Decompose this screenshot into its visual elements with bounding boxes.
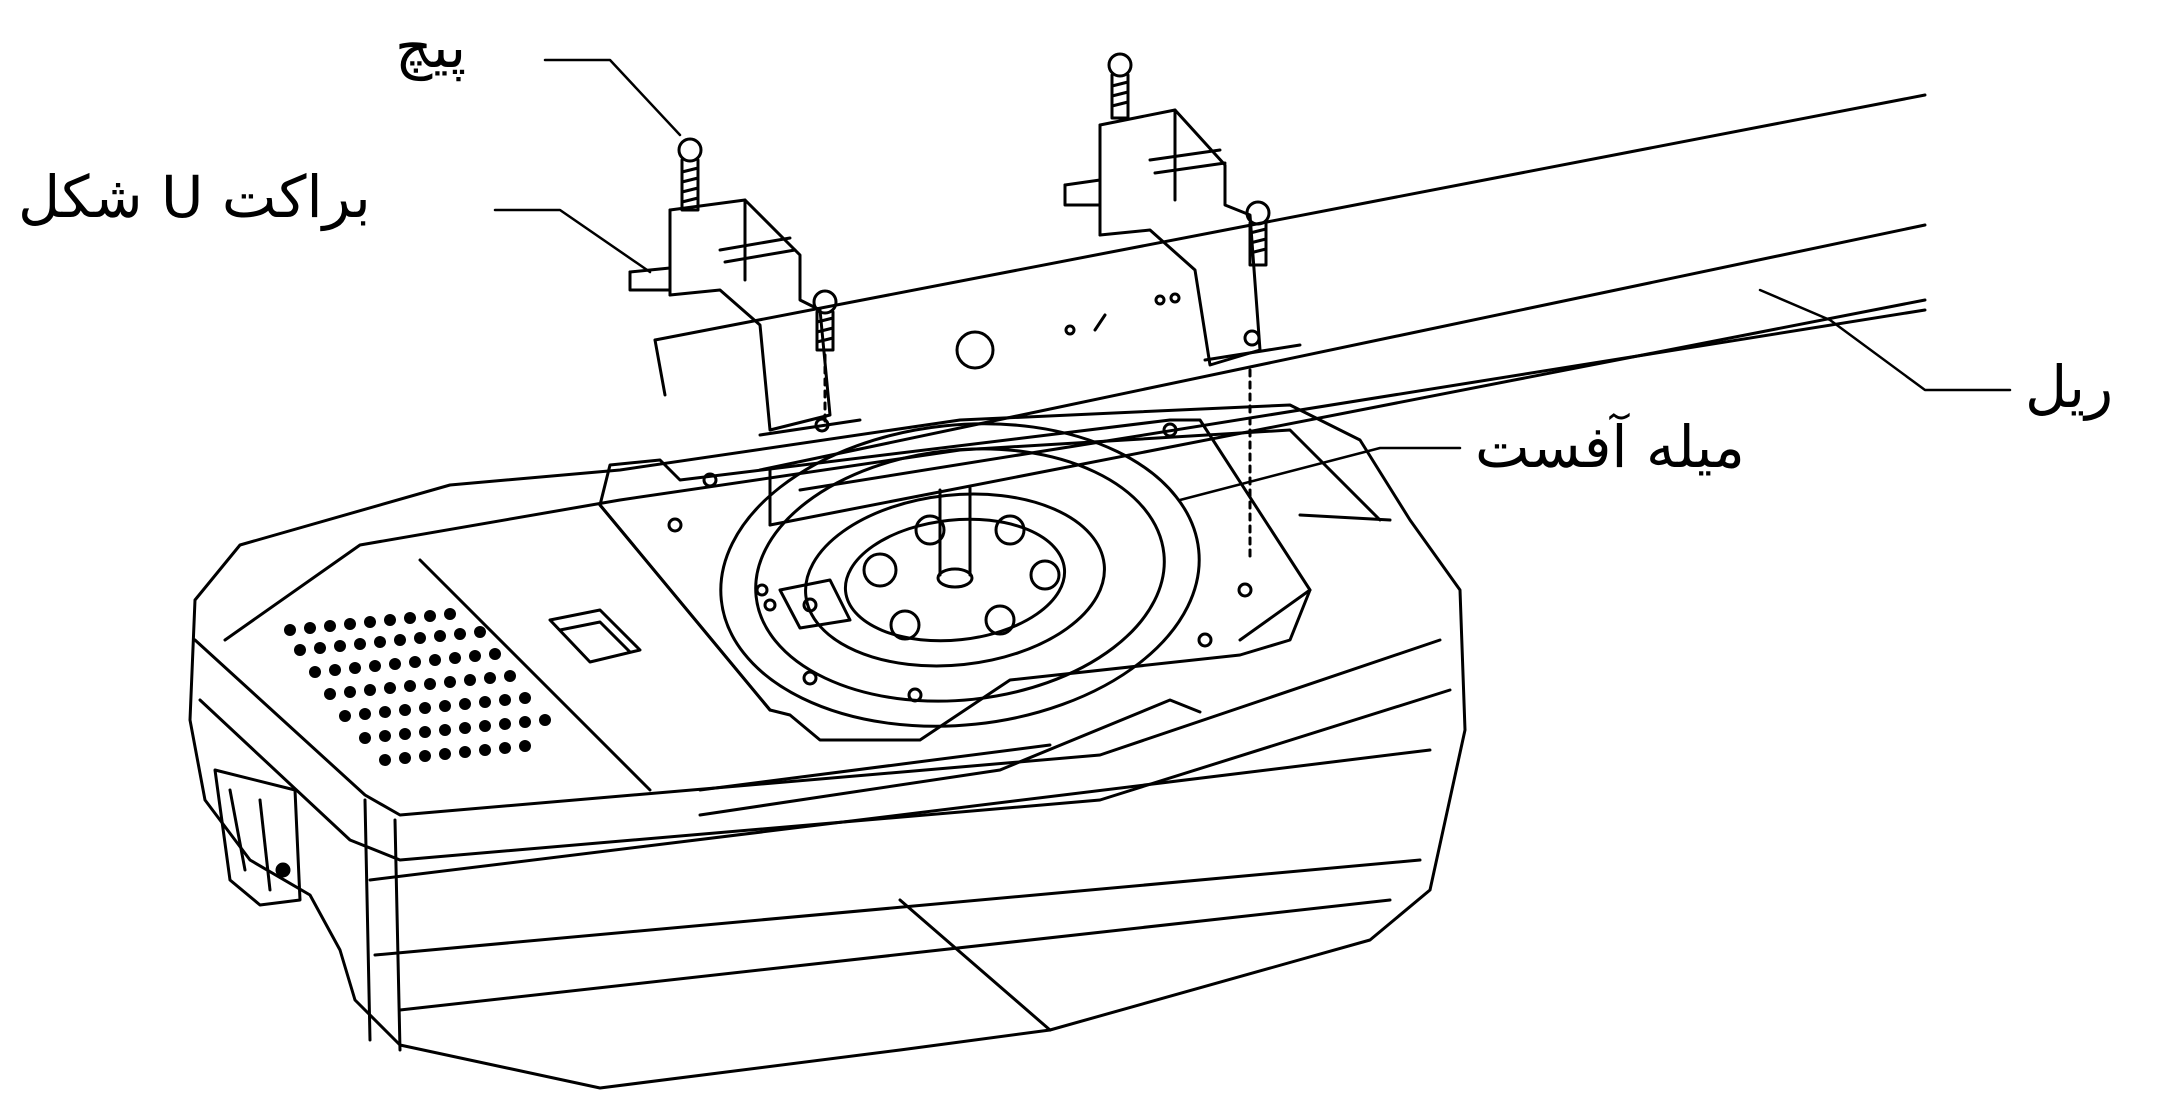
leader-rail xyxy=(1758,288,2012,392)
leader-lines xyxy=(493,58,2012,502)
u-bracket-right xyxy=(1063,108,1302,367)
label-rail: ریل xyxy=(2025,353,2114,421)
label-screw: پیچ xyxy=(395,13,467,81)
speaker-grille xyxy=(284,608,551,766)
motor-housing xyxy=(188,403,1467,1090)
label-u-bracket: براکت U شکل xyxy=(18,163,371,231)
leader-offset-shaft xyxy=(1178,446,1462,502)
u-bracket-left xyxy=(628,198,862,437)
leader-screw xyxy=(543,58,682,137)
rail xyxy=(653,93,1927,527)
mounting-plate xyxy=(598,418,1312,742)
screw-4 xyxy=(1245,200,1271,562)
drive-gear xyxy=(719,422,1201,728)
offset-shaft xyxy=(936,486,974,589)
leader-u-bracket xyxy=(493,208,652,274)
label-offset-shaft: میله آفست xyxy=(1475,413,1745,481)
screw-3 xyxy=(812,289,838,427)
screw-2 xyxy=(1107,52,1133,120)
screw-1 xyxy=(677,137,703,212)
